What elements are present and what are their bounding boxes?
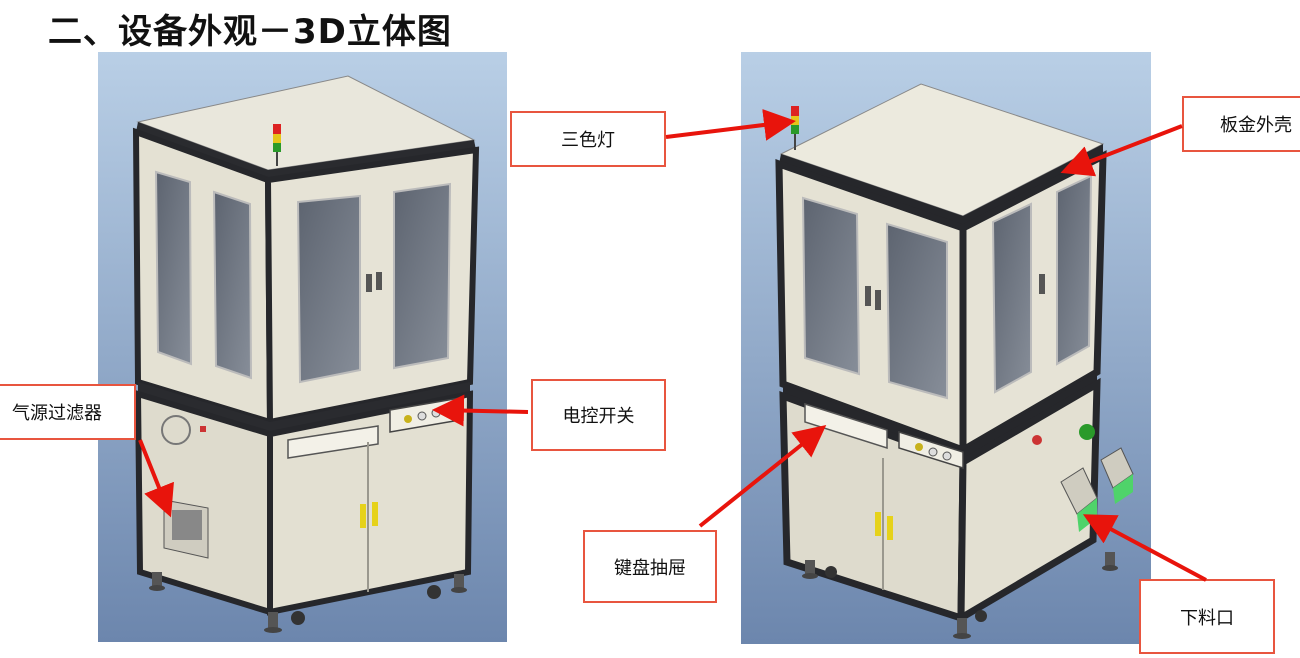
- callout-sheet-metal-shell: 板金外壳: [1182, 96, 1300, 152]
- callout-discharge-port: 下料口: [1139, 579, 1275, 654]
- page-title: 二、设备外观－3D立体图: [48, 12, 452, 52]
- callout-electric-switch: 电控开关: [531, 379, 666, 451]
- cabinet-render-front-view: [98, 52, 507, 642]
- callout-tricolor-light: 三色灯: [510, 111, 666, 167]
- cabinet-render-side-view: [741, 52, 1151, 644]
- callout-air-filter: 气源过滤器: [0, 384, 136, 440]
- callout-keyboard-drawer: 键盘抽屉: [583, 530, 717, 603]
